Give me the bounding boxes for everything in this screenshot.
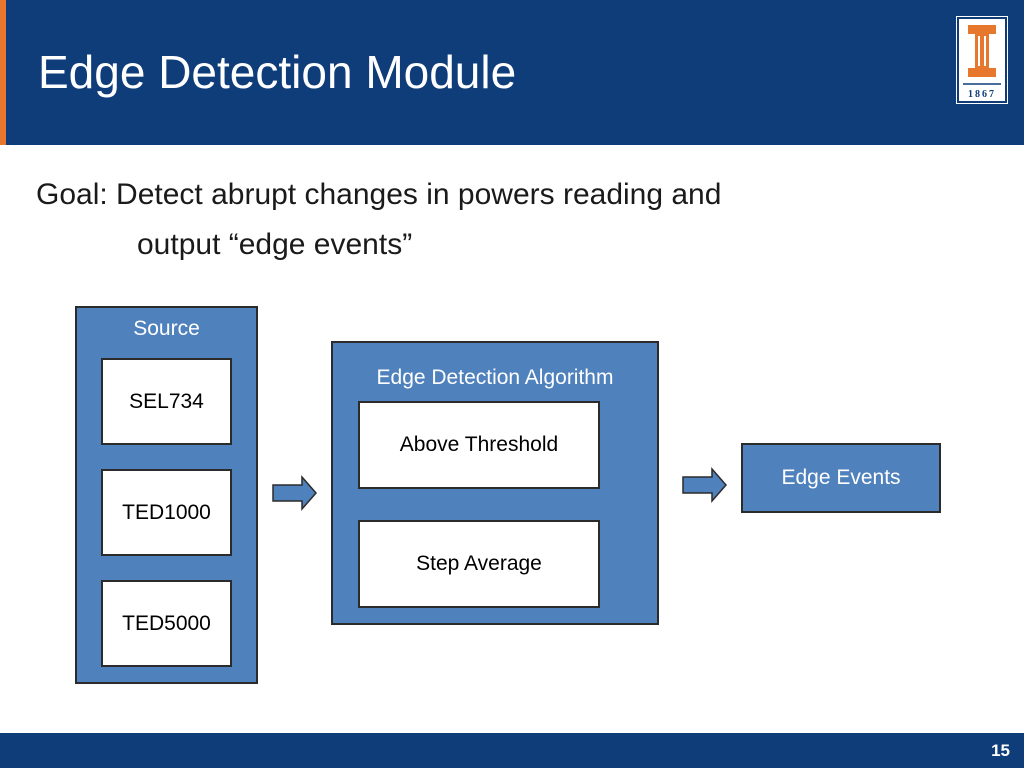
title-accent-stripe <box>0 0 6 145</box>
block-i-icon <box>957 17 1007 103</box>
university-logo: 1867 <box>956 16 1008 104</box>
source-item-ted1000: TED1000 <box>101 469 232 556</box>
source-label: Source <box>133 317 200 340</box>
algorithm-item-above-threshold: Above Threshold <box>358 401 600 489</box>
source-group: Source SEL734 TED1000 TED5000 <box>75 306 258 684</box>
footer-bar: 15 <box>0 733 1024 768</box>
goal-line-1: Goal: Detect abrupt changes in powers re… <box>36 178 722 211</box>
edge-events-box: Edge Events <box>741 443 941 513</box>
goal-line-2: output “edge events” <box>137 228 413 261</box>
title-bar: Edge Detection Module 1867 <box>0 0 1024 145</box>
source-item-ted5000: TED5000 <box>101 580 232 667</box>
arrow-right-icon <box>272 475 317 511</box>
slide-number: 15 <box>991 741 1010 760</box>
arrow-right-icon <box>682 467 727 503</box>
goal-statement: Goal: Detect abrupt changes in powers re… <box>36 170 936 270</box>
algorithm-group: Edge Detection Algorithm Above Threshold… <box>331 341 659 625</box>
source-item-sel734: SEL734 <box>101 358 232 445</box>
slide-title: Edge Detection Module <box>38 46 517 98</box>
algorithm-item-step-average: Step Average <box>358 520 600 608</box>
algorithm-label: Edge Detection Algorithm <box>376 366 614 389</box>
